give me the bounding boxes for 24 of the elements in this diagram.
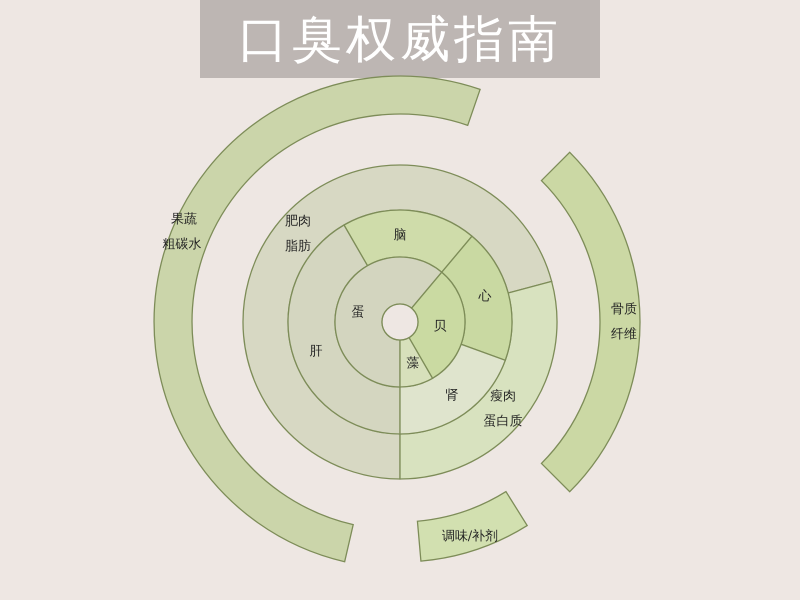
segment-label: 果蔬 — [171, 212, 197, 228]
segment-label: 脑 — [394, 228, 406, 244]
segment-label: 调味/补剂 — [442, 529, 498, 545]
outer-arc-segment — [416, 490, 529, 563]
ring-segment — [242, 164, 553, 480]
segment-label: 肝 — [310, 344, 322, 360]
segment-label: 肥肉 — [285, 214, 311, 230]
segment-label: 瘦肉 — [490, 389, 516, 405]
segment-label: 蛋 — [352, 305, 364, 321]
segment-label: 粗碳水 — [162, 237, 202, 253]
ring-segment — [408, 271, 466, 380]
segment-label: 纤维 — [611, 327, 637, 343]
title: 口臭权威指南 — [200, 0, 600, 78]
segment-label: 肾 — [446, 388, 458, 404]
ring-segment — [399, 336, 434, 388]
segment-label: 贝 — [434, 319, 446, 335]
segment-label: 藻 — [406, 356, 420, 372]
ring-segment — [399, 280, 558, 480]
ring-segment — [342, 209, 473, 274]
segment-label: 蛋白质 — [484, 414, 522, 430]
segment-label: 骨质 — [611, 302, 637, 318]
segment-label: 脂肪 — [285, 239, 311, 255]
outer-arc-segment — [540, 151, 641, 493]
segment-label: 心 — [478, 289, 492, 305]
